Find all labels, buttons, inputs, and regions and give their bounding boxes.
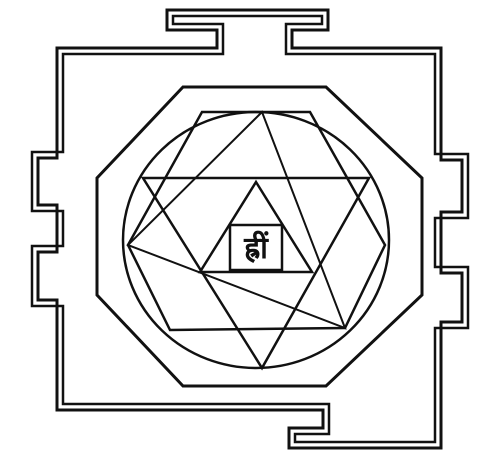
upward-triangle-large	[128, 112, 345, 328]
bija-syllable: ह्रीं	[243, 230, 269, 266]
bija-mantra: ह्रीं	[230, 225, 282, 270]
